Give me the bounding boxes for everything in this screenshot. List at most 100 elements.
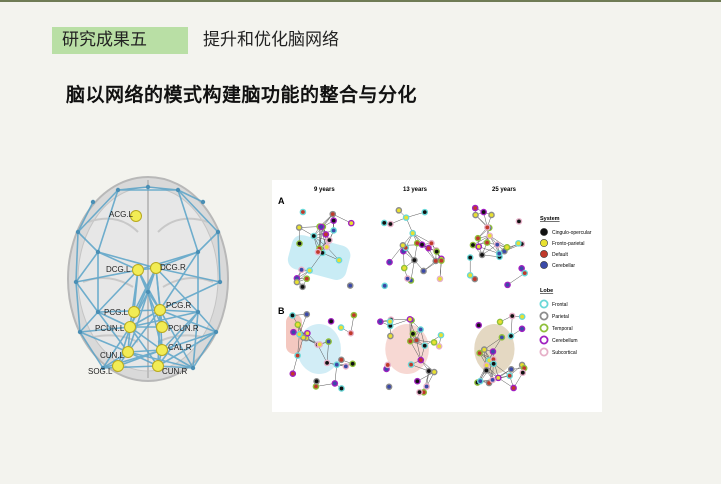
network-node	[316, 341, 324, 348]
network-node	[337, 324, 345, 331]
brain-edge	[77, 231, 99, 253]
network-node	[313, 377, 320, 385]
network-edge	[507, 272, 525, 286]
brain-edge	[159, 281, 221, 311]
network-edge	[299, 226, 320, 228]
network-node	[480, 346, 488, 353]
network-edge	[410, 341, 422, 361]
brain-edge	[97, 269, 139, 313]
network-node	[475, 321, 483, 329]
network-node	[384, 361, 392, 369]
network-node	[399, 242, 407, 249]
network-node	[298, 266, 305, 274]
network-node	[325, 338, 332, 345]
network-node	[312, 383, 320, 390]
legend-system-swatch	[540, 261, 548, 269]
network-node	[331, 380, 339, 387]
legend-lobe-label: Temporal	[552, 326, 573, 332]
legend-lobe-label: Cerebellum	[552, 338, 578, 344]
brain-node	[77, 329, 83, 335]
legend-system-swatch	[540, 250, 548, 258]
brain-edge	[157, 311, 199, 367]
network-node	[518, 313, 526, 320]
network-node	[471, 204, 479, 212]
network-node	[294, 321, 302, 328]
network-node	[380, 219, 388, 227]
network-node	[471, 275, 479, 283]
brain-node	[145, 184, 151, 190]
network-node	[294, 352, 301, 359]
brain-edge	[159, 309, 199, 313]
network-node	[435, 342, 443, 350]
region-node	[122, 346, 134, 358]
network-node	[436, 275, 444, 283]
network-node	[413, 336, 420, 344]
network-node	[425, 244, 432, 252]
network-node	[433, 248, 441, 255]
network-node	[438, 257, 445, 265]
network-node	[296, 330, 303, 338]
region-node	[156, 321, 168, 333]
network-node	[420, 267, 427, 275]
network-node	[409, 330, 417, 338]
network-node	[489, 376, 496, 384]
network-node	[404, 275, 411, 282]
brain-node	[213, 329, 219, 335]
region-label: PCUN.R	[168, 324, 199, 333]
network-node	[476, 349, 483, 357]
network-node	[507, 332, 515, 340]
brain-edge	[161, 331, 217, 351]
brain-node	[73, 279, 79, 285]
network-node	[293, 278, 301, 286]
network-node	[335, 256, 343, 264]
brain-edge	[147, 291, 163, 351]
region-node	[112, 360, 124, 372]
brain-edge	[197, 311, 217, 333]
legend-system-swatch	[540, 228, 548, 236]
network-node	[295, 224, 303, 231]
network-node	[417, 356, 425, 364]
network-svg: A B 9 years 13 years 25 years System Cin…	[278, 187, 592, 396]
network-node	[299, 208, 307, 216]
legend-lobe-label: Parietal	[552, 314, 569, 320]
network-node	[323, 359, 331, 367]
network-edge	[297, 334, 300, 356]
row-label-b: B	[278, 306, 285, 316]
network-node	[289, 370, 297, 378]
network-node	[317, 223, 325, 231]
network-node	[350, 311, 358, 319]
legend-lobe-title: Lobe	[540, 288, 553, 294]
network-node	[323, 243, 331, 251]
region-node	[152, 360, 164, 372]
brain-edge	[77, 201, 94, 233]
network-node	[498, 334, 506, 341]
network-node	[428, 239, 435, 247]
network-node	[409, 229, 417, 237]
legend-system-label: Fronto-parietal	[552, 241, 585, 247]
network-node	[322, 231, 330, 238]
network-node	[347, 329, 355, 337]
network-node	[421, 208, 429, 216]
brain-node	[95, 309, 101, 315]
network-node	[406, 316, 414, 323]
network-node	[349, 360, 356, 368]
legend-lobe-swatch	[539, 299, 549, 309]
network-node	[489, 348, 497, 355]
network-node	[290, 328, 297, 336]
brain-edge	[127, 351, 194, 369]
brain-edge	[129, 311, 199, 328]
network-node	[486, 232, 494, 240]
network-edge	[332, 213, 352, 224]
network-panel	[286, 310, 358, 392]
brain-node	[190, 365, 196, 371]
network-node	[504, 281, 511, 289]
network-node	[314, 248, 322, 256]
network-edge	[410, 260, 415, 281]
legend-lobe-swatch	[539, 311, 549, 321]
network-node	[466, 254, 474, 261]
region-label: CUN.R	[162, 367, 188, 376]
brain-node	[200, 199, 206, 205]
network-node	[387, 220, 394, 228]
network-node	[483, 367, 490, 374]
